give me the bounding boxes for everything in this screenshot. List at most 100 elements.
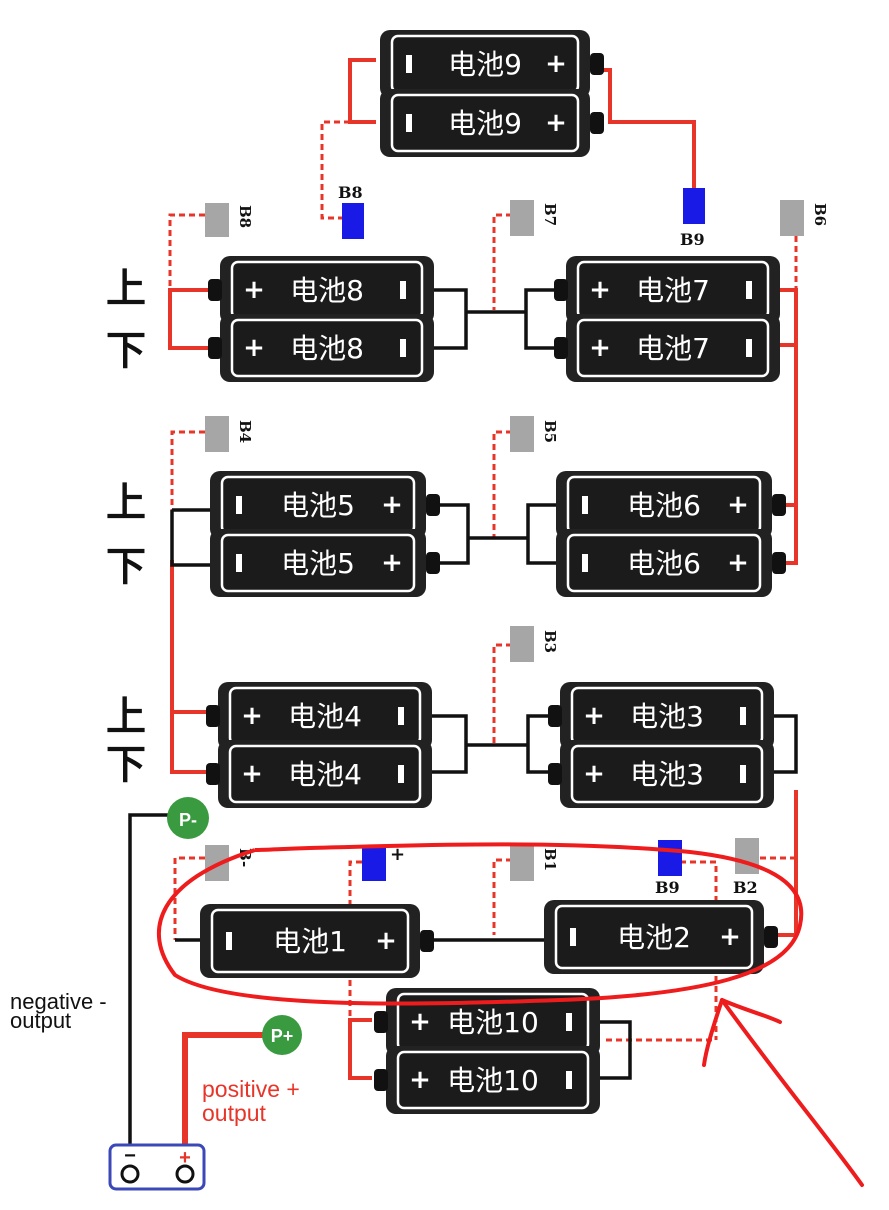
b4-gray-tag <box>205 416 229 452</box>
b3-gray-tag <box>510 626 534 662</box>
plus-terminal-icon: + <box>381 490 403 520</box>
battery-label: 电池8 <box>290 274 364 307</box>
row-label-down: 下 <box>106 742 146 788</box>
plus-terminal-icon: + <box>719 922 741 952</box>
plus-terminal-icon: + <box>241 759 263 789</box>
battery-label: 电池6 <box>627 489 701 522</box>
positive-output-wire <box>182 1032 270 1150</box>
battery-1: + 电池1 <box>200 904 434 978</box>
b7-gray-label: B7 <box>541 203 559 226</box>
plus-terminal-icon: + <box>243 275 265 305</box>
plus-terminal-icon: + <box>589 333 611 363</box>
row-label-down: 下 <box>106 328 146 374</box>
b8-blue-tag <box>342 203 364 239</box>
b6-gray-label: B6 <box>811 203 829 226</box>
b4-gray-label: B4 <box>236 420 254 443</box>
b3-gray-label: B3 <box>541 630 559 653</box>
battery-label: 电池6 <box>627 547 701 580</box>
row-label-up: 上 <box>106 266 146 312</box>
row-label-up: 上 <box>106 480 146 526</box>
p-minus-badge: P- <box>167 797 209 839</box>
battery-7-top: + 电池7 <box>554 256 780 324</box>
row-labels: 上 下 上 下 上 下 <box>106 266 146 788</box>
battery-label: 电池10 <box>447 1006 539 1039</box>
plus-terminal-icon: + <box>409 1065 431 1095</box>
battery-6-bottom: + 电池6 <box>556 529 786 597</box>
output-connector: − + <box>108 1143 206 1191</box>
battery-label: 电池5 <box>281 547 355 580</box>
battery-9-top: + 电池9 <box>380 30 604 98</box>
battery-9-bottom: + 电池9 <box>380 89 604 157</box>
battery-label: 电池9 <box>448 107 522 140</box>
battery-label: 电池10 <box>447 1064 539 1097</box>
b2-gray-tag <box>735 838 759 874</box>
b2-gray-label: B2 <box>733 878 758 897</box>
b1-gray-tag <box>510 845 534 881</box>
plus-blue-tag <box>362 845 386 881</box>
plus-terminal-icon: + <box>583 759 605 789</box>
b9-blue-bottom-label: B9 <box>655 878 680 897</box>
battery-2: + 电池2 <box>544 900 778 974</box>
battery-label: 电池3 <box>630 700 704 733</box>
plus-terminal-icon: + <box>545 108 567 138</box>
battery-4-bottom: + 电池4 <box>206 740 432 808</box>
positive-output-label: positive + <box>202 1076 300 1102</box>
battery-3-top: + 电池3 <box>548 682 774 750</box>
battery-5-top: + 电池5 <box>210 471 440 539</box>
b8-gray-label: B8 <box>236 205 254 228</box>
battery-label: 电池1 <box>273 925 347 958</box>
battery-3-bottom: + 电池3 <box>548 740 774 808</box>
plus-terminal-icon: + <box>589 275 611 305</box>
b1-gray-label: B1 <box>541 848 559 871</box>
battery-8-bottom: + 电池8 <box>208 314 434 382</box>
negative-output-label: negative - <box>10 989 107 1014</box>
p-plus-badge: P+ <box>262 1015 302 1055</box>
battery-label: 电池4 <box>288 700 362 733</box>
b5-gray-label: B5 <box>541 420 559 443</box>
battery-label: 电池8 <box>290 332 364 365</box>
connector-plus: + <box>179 1147 191 1169</box>
plus-terminal-icon: + <box>727 548 749 578</box>
row-label-down: 下 <box>106 544 146 590</box>
annotation-arrow <box>702 998 864 1187</box>
p-plus-label: P+ <box>271 1026 294 1046</box>
battery-group: + 电池9 + 电池9 + 电池8 + 电池8 + 电池7 + 电池7 + 电池5 + 电池5 + 电池6 + 电池6… <box>200 30 786 1114</box>
battery-label: 电池5 <box>281 489 355 522</box>
black-wires <box>128 288 798 1150</box>
b9-blue-bottom-tag <box>658 840 682 876</box>
b9-blue-label: B9 <box>680 230 705 249</box>
battery-6-top: + 电池6 <box>556 471 786 539</box>
battery-label: 电池2 <box>617 921 691 954</box>
row-label-up: 上 <box>106 694 146 740</box>
plus-terminal-icon: + <box>375 926 397 956</box>
battery-7-bottom: + 电池7 <box>554 314 780 382</box>
b7-gray-tag <box>510 200 534 236</box>
battery-label: 电池7 <box>636 274 710 307</box>
battery-label: 电池7 <box>636 332 710 365</box>
battery-8-top: + 电池8 <box>208 256 434 324</box>
plus-terminal-icon: + <box>545 49 567 79</box>
b8-blue-label: B8 <box>338 183 363 202</box>
connector-minus: − <box>124 1145 136 1167</box>
battery-label: 电池9 <box>448 48 522 81</box>
p-minus-label: P- <box>179 810 197 830</box>
b6-gray-tag <box>780 200 804 236</box>
plus-terminal-icon: + <box>727 490 749 520</box>
annotation-circle <box>157 842 804 1006</box>
plus-mark: + <box>390 844 405 865</box>
plus-terminal-icon: + <box>381 548 403 578</box>
battery-5-bottom: + 电池5 <box>210 529 440 597</box>
battery-label: 电池3 <box>630 758 704 791</box>
battery-10-bottom: + 电池10 <box>374 1046 600 1114</box>
battery-label: 电池4 <box>288 758 362 791</box>
plus-terminal-icon: + <box>409 1007 431 1037</box>
b8-gray-tag <box>205 203 229 237</box>
plus-terminal-icon: + <box>583 701 605 731</box>
positive-output-label-2: output <box>202 1100 267 1126</box>
sense-tags: B8 B9 B8 B7 B6 B4 B5 B3 B- + B1 B9 B2 <box>205 183 829 897</box>
negative-output-label-2: output <box>10 1008 71 1033</box>
battery-4-top: +电池4 <box>206 682 432 750</box>
plus-terminal-icon: + <box>243 333 265 363</box>
b5-gray-tag <box>510 416 534 452</box>
